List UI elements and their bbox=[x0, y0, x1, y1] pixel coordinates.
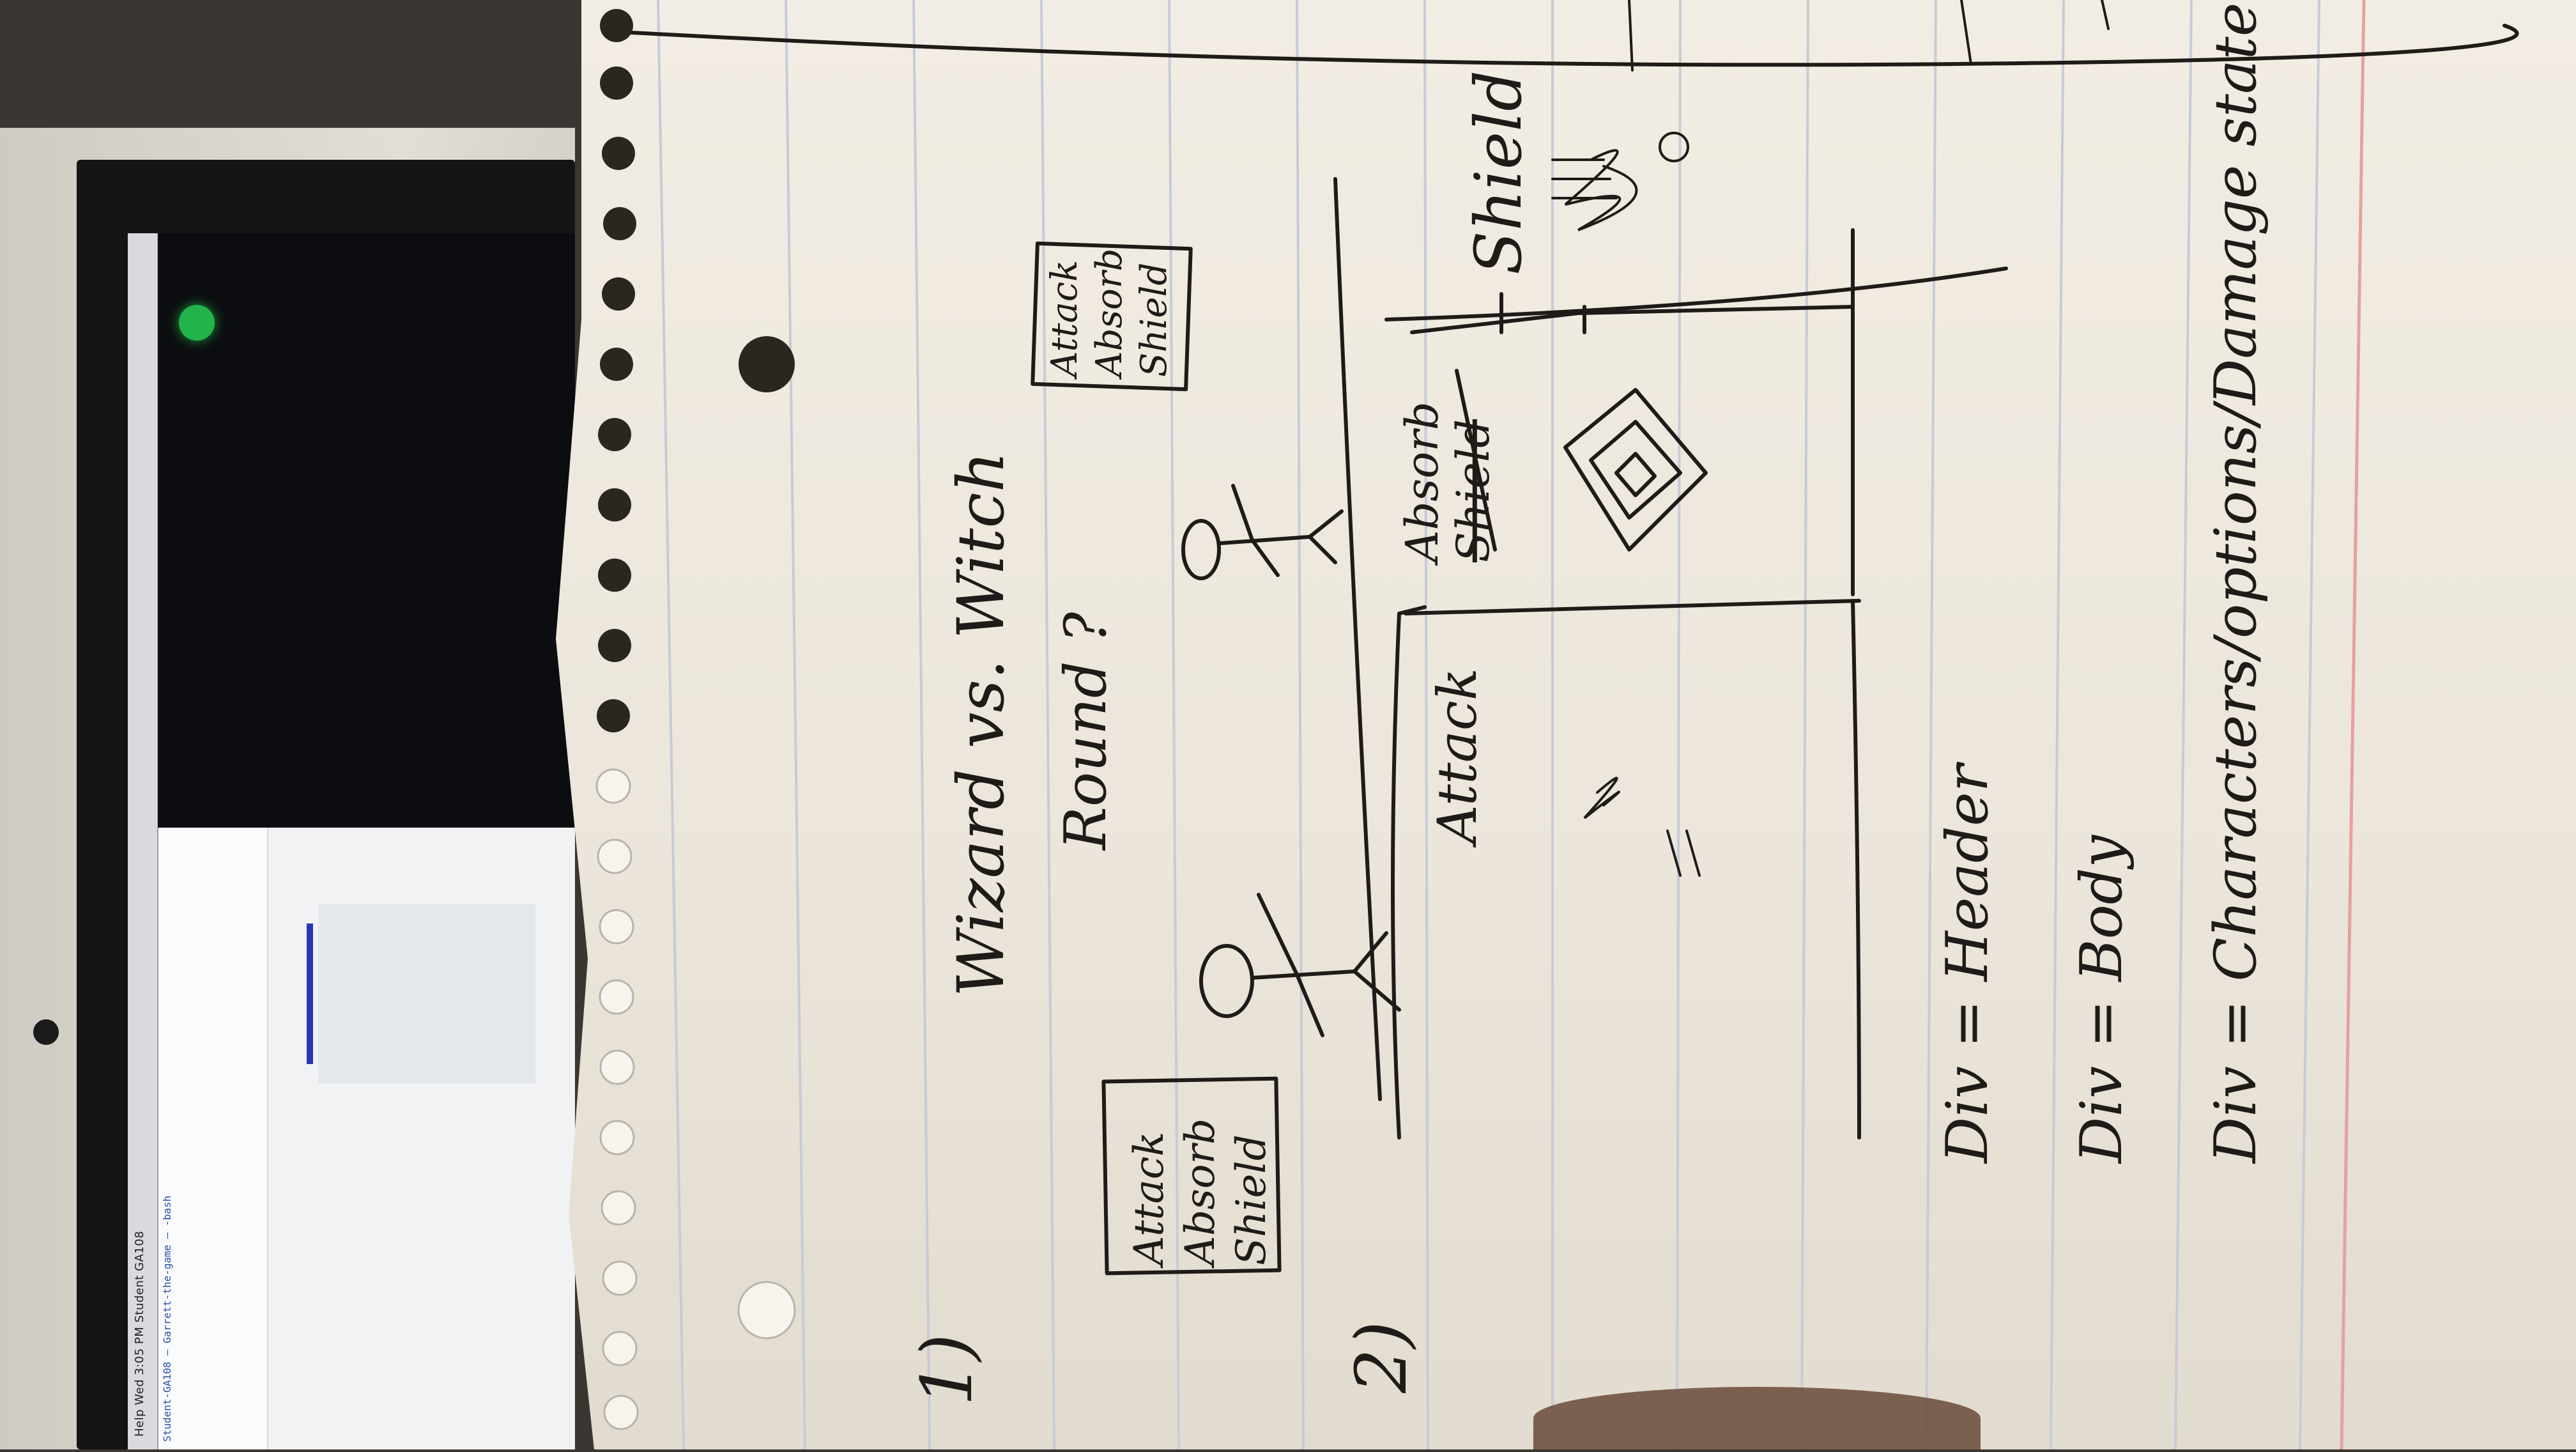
laptop-screen: Help Wed 3:05 PM Student GA108 Student-G… bbox=[128, 233, 575, 1449]
status-light-icon bbox=[179, 305, 215, 341]
box-left-option-2: Absorb bbox=[1177, 1118, 1224, 1269]
notebook-paper: Wizard vs. Witch Round ? bbox=[556, 0, 2576, 1449]
paper-sketch: Wizard vs. Witch Round ? bbox=[595, 0, 2519, 1449]
webcam-icon bbox=[33, 1019, 59, 1045]
note-characters: Div = Characters/options/Damage state bbox=[2202, 3, 2269, 1164]
strike-through bbox=[1455, 369, 1497, 552]
box-left-option-3: Shield bbox=[1228, 1134, 1275, 1265]
menu-bar: Help Wed 3:05 PM Student GA108 bbox=[128, 233, 158, 1449]
section-label-2: 2) bbox=[1340, 1321, 1422, 1394]
panel2-absorb: Absorb bbox=[1396, 401, 1448, 566]
scribble-shield bbox=[1551, 132, 1689, 231]
panel2-wireframe bbox=[1384, 228, 2008, 1139]
selection-highlight bbox=[307, 923, 313, 1064]
terminal-title: Student-GA108 — Garrett-the-game — -bash bbox=[161, 1195, 173, 1442]
thumb-shadow bbox=[1533, 1387, 1981, 1449]
note-header: Div = Header bbox=[1934, 761, 2001, 1164]
spiral-holes bbox=[595, 9, 796, 1430]
terminal-panel bbox=[318, 904, 535, 1083]
terminal-sidebar: Student-GA108 — Garrett-the-game — -bash bbox=[158, 828, 268, 1449]
terminal-window[interactable]: Student-GA108 — Garrett-the-game — -bash bbox=[157, 828, 575, 1449]
previous-page-strip bbox=[618, 0, 2519, 72]
stick-figure-witch bbox=[1181, 484, 1344, 580]
section-label-1: 1) bbox=[906, 1334, 988, 1406]
margin-line bbox=[2340, 0, 2366, 1449]
box-right-option-2: Absorb bbox=[1089, 249, 1130, 380]
panel2-shield: Shield bbox=[1461, 70, 1536, 275]
box-right-option-3: Shield bbox=[1133, 263, 1175, 377]
scribble-attack bbox=[1583, 776, 1701, 877]
note-body: Div = Body bbox=[2068, 835, 2135, 1164]
box-right-option-1: Attack bbox=[1044, 260, 1085, 380]
box-left-option-1: Attack bbox=[1126, 1132, 1173, 1269]
target-diamond bbox=[1563, 388, 1708, 552]
menu-bar-text: Help Wed 3:05 PM Student GA108 bbox=[133, 1230, 146, 1437]
ruled-lines bbox=[657, 0, 2320, 1449]
sketch-title: Wizard vs. Witch bbox=[944, 451, 1018, 997]
sketch-round: Round ? bbox=[1052, 612, 1119, 851]
panel1-baseline bbox=[1333, 177, 1382, 1101]
options-box-witch: Attack Absorb Shield bbox=[1031, 241, 1193, 392]
panel2-attack: Attack bbox=[1426, 668, 1489, 848]
stick-figure-wizard bbox=[1199, 893, 1401, 1037]
options-box-wizard: Attack Absorb Shield bbox=[1101, 1076, 1282, 1276]
